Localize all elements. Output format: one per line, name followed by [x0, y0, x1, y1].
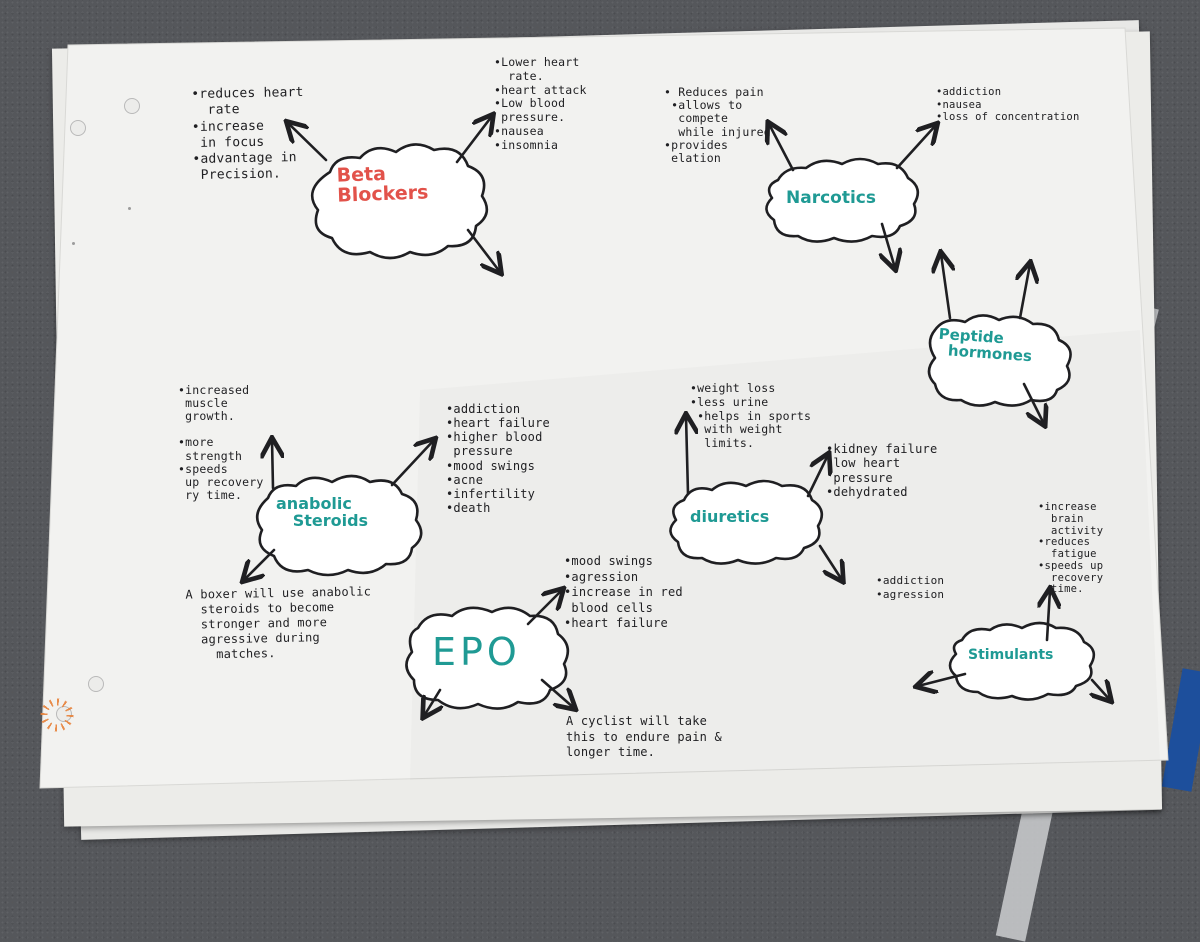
epo-side-effects: •mood swings •agression •increase in red… [564, 554, 683, 632]
narcotics-title: Narcotics [786, 190, 876, 208]
epo-title: EPO [432, 633, 521, 673]
narcotics-benefits: • Reduces pain •allows to compete while … [664, 86, 778, 165]
anabolic-steroids-side-effects: •addiction •heart failure •higher blood … [446, 402, 550, 515]
beta-blockers-title: Beta Blockers [336, 163, 428, 206]
anabolic-steroids-benefits: •increased muscle growth. •more strength… [178, 384, 263, 502]
diuretics-title: diuretics [690, 509, 769, 526]
narcotics-side-effects: •addiction •nausea •loss of concentratio… [936, 86, 1079, 124]
anabolic-steroids-title: anabolic Steroids [276, 496, 368, 530]
stimulants-benefits: •increase brain activity •reduces fatigu… [1038, 502, 1103, 596]
beta-blockers-side-effects: •Lower heart rate. •heart attack •Low bl… [494, 56, 587, 153]
diuretics-side-effects: •kidney failure •low heart pressure •deh… [826, 442, 937, 500]
anabolic-steroids-example: A boxer will use anabolic steroids to be… [185, 584, 372, 662]
peptide-hormones-title: Peptide hormones [937, 327, 1034, 365]
diuretics-benefits: •weight loss •less urine •helps in sport… [690, 382, 811, 451]
beta-blockers-benefits: •reduces heart rate •increase in focus •… [191, 85, 305, 184]
stimulants-side-effects: •addiction •agression [876, 574, 944, 603]
stimulants-title: Stimulants [968, 648, 1053, 663]
epo-example: A cyclist will take this to endure pain … [566, 714, 722, 761]
